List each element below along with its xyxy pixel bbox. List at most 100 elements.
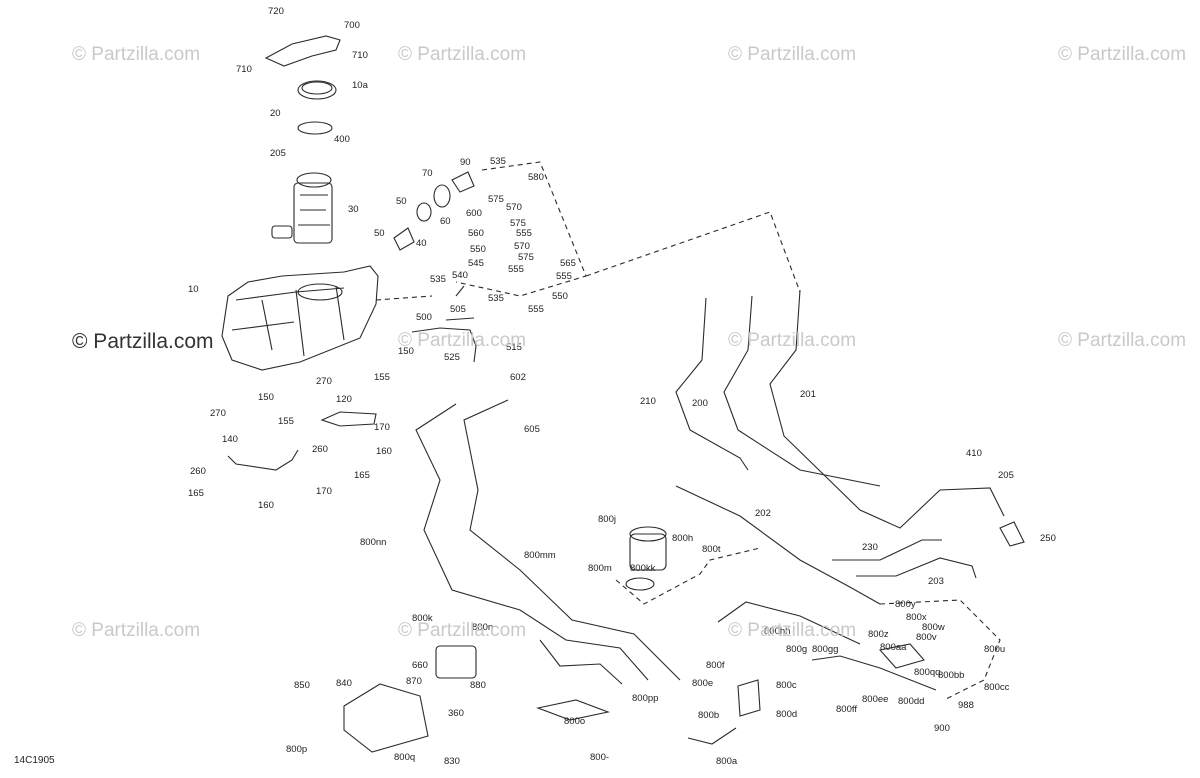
callout-label: 800ee <box>862 694 888 705</box>
callout-label: 720 <box>268 6 284 17</box>
filter-box <box>615 547 761 605</box>
callout-label: 210 <box>640 396 656 407</box>
callout-label: 660 <box>412 660 428 671</box>
callout-label: 800m <box>588 563 612 574</box>
watermark: © Partzilla.com <box>398 620 527 641</box>
callout-label: 580 <box>528 172 544 183</box>
callout-label: 800a <box>716 756 738 767</box>
cap-90 <box>451 171 475 193</box>
callout-label: 800z <box>868 629 889 640</box>
callout-label: 570 <box>506 202 522 213</box>
callout-label: 155 <box>374 372 390 383</box>
callout-label: 270 <box>316 376 332 387</box>
callout-label: 800nn <box>360 537 386 548</box>
callout-label: 40 <box>416 238 427 249</box>
callout-label: 260 <box>190 466 206 477</box>
skid-800q <box>343 683 429 753</box>
callout-label: 800kk <box>630 563 656 574</box>
tank-opening <box>297 283 343 301</box>
callout-label: 710 <box>236 64 252 75</box>
hose-500 <box>411 327 477 363</box>
clip-250 <box>999 521 1025 547</box>
callout-label: 800d <box>776 709 797 720</box>
callout-label: 800c <box>776 680 797 691</box>
watermark: © Partzilla.com <box>1058 44 1187 65</box>
callout-label: 900 <box>934 723 950 734</box>
callout-label: 710 <box>352 50 368 61</box>
callout-label: 605 <box>524 424 540 435</box>
module-800dd <box>878 643 925 669</box>
fuel-line-202 <box>675 485 881 605</box>
callout-label: 230 <box>862 542 878 553</box>
callout-label: 205 <box>270 148 286 159</box>
callout-label: 700 <box>344 20 360 31</box>
regulator <box>435 645 477 679</box>
callout-label: 575 <box>518 252 534 263</box>
watermark: © Partzilla.com <box>72 330 214 353</box>
fuel-line-230 <box>832 539 942 561</box>
callout-label: 800aa <box>880 642 907 653</box>
callout-label: 800t <box>702 544 721 555</box>
callout-label: 525 <box>444 352 460 363</box>
callout-label: 800e <box>692 678 713 689</box>
pump-filter <box>271 225 293 239</box>
hose-800gg <box>811 655 937 691</box>
fuel-line-200 <box>723 295 881 487</box>
callout-label: 505 <box>450 304 466 315</box>
callout-label: 880 <box>470 680 486 691</box>
callout-label: 555 <box>508 264 524 275</box>
callout-label: 870 <box>406 676 422 687</box>
callout-label: 10a <box>352 80 369 91</box>
callout-label: 170 <box>316 486 332 497</box>
callout-label: 830 <box>444 756 460 767</box>
callout-label: 800x <box>906 612 927 623</box>
callout-label: 800gg <box>812 644 838 655</box>
callout-label: 165 <box>188 488 204 499</box>
callout-label: 800h <box>672 533 693 544</box>
callout-label: 800v <box>916 632 937 643</box>
callout-label: 800dd <box>898 696 924 707</box>
callout-label: 535 <box>430 274 446 285</box>
callout-label: 555 <box>528 304 544 315</box>
callout-label: 270 <box>210 408 226 419</box>
callout-label: 800pp <box>632 693 658 704</box>
callout-label: 410 <box>966 448 982 459</box>
callout-label: 800q <box>394 752 415 763</box>
callout-label: 600 <box>466 208 482 219</box>
callout-label: 260 <box>312 444 328 455</box>
callout-label: 555 <box>516 228 532 239</box>
watermark: © Partzilla.com <box>1058 330 1187 351</box>
callout-label: 160 <box>258 500 274 511</box>
guard-800o <box>536 699 610 721</box>
callout-label: 120 <box>336 394 352 405</box>
callout-label: 800w <box>922 622 945 633</box>
callout-label: 500 <box>416 312 432 323</box>
fuel-tank <box>221 265 379 371</box>
callout-label: 205 <box>998 470 1014 481</box>
hose-505 <box>445 317 475 321</box>
callout-label: 800n <box>472 622 493 633</box>
callout-label: 540 <box>452 270 468 281</box>
callout-label: 575 <box>488 194 504 205</box>
callout-label: 201 <box>800 389 816 400</box>
callout-label: 140 <box>222 434 238 445</box>
pump-detail <box>298 194 330 226</box>
callout-label: 70 <box>422 168 433 179</box>
callout-label: 800k <box>412 613 433 624</box>
callout-label: 575 <box>510 218 526 229</box>
leader-dashed <box>585 211 801 293</box>
watermark: © Partzilla.com <box>72 620 201 641</box>
callout-label: 800o <box>564 716 585 727</box>
hose-800hh <box>717 601 861 645</box>
watermark: © Partzilla.com <box>398 44 527 65</box>
canister-top <box>629 526 667 542</box>
callout-label: 30 <box>348 204 359 215</box>
canister <box>629 533 667 571</box>
elbow-70 <box>433 184 451 208</box>
callout-label: 165 <box>354 470 370 481</box>
callout-label: 160 <box>376 446 392 457</box>
callout-label: 155 <box>278 416 294 427</box>
lock-ring-inner <box>301 81 333 95</box>
